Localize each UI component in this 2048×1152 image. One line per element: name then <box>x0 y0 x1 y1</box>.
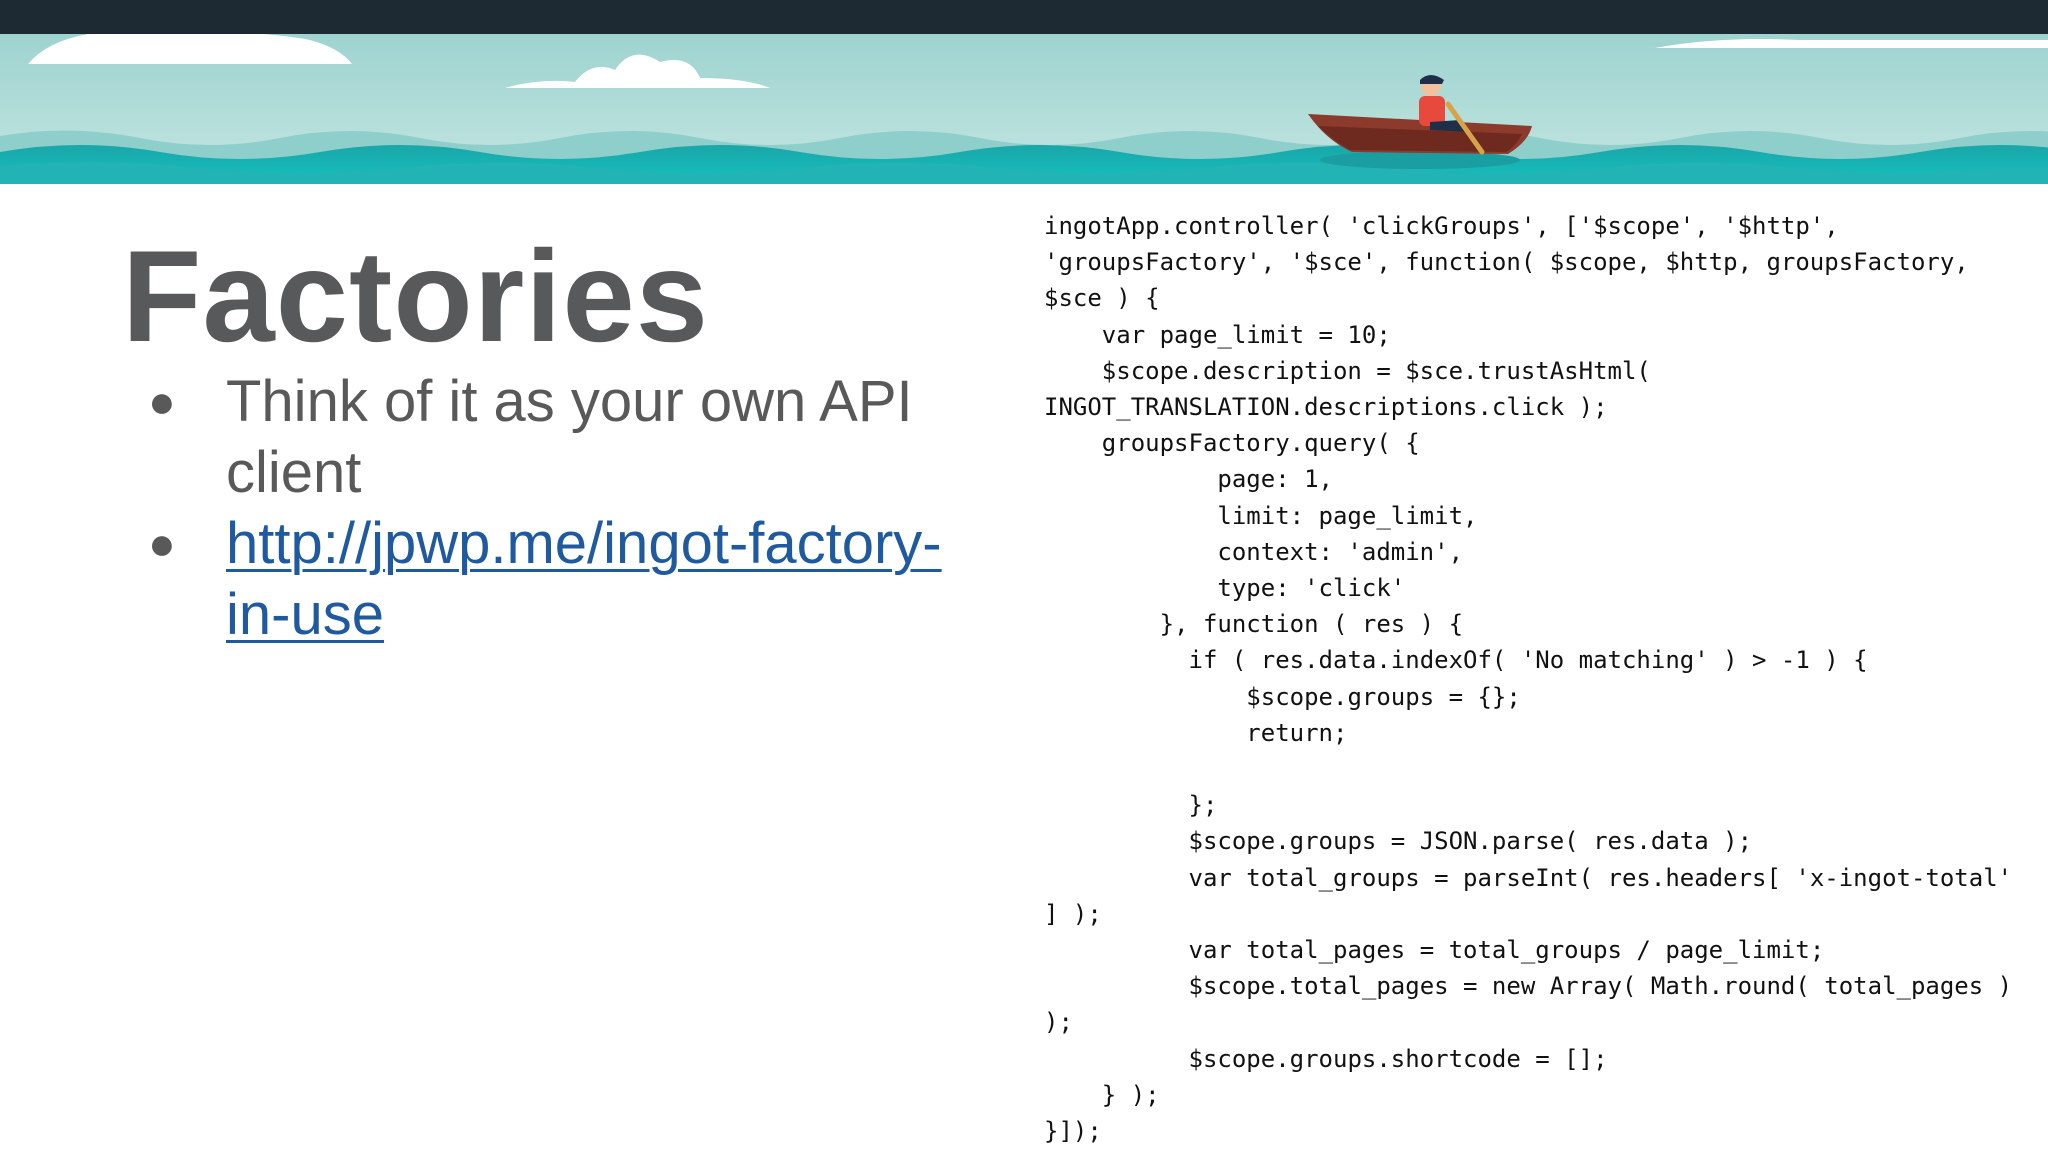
bullet-dot-icon: ● <box>148 375 176 427</box>
bullet-text: Think of it as your own API client <box>226 369 913 505</box>
factory-link[interactable]: http://jpwp.me/ingot-factory-in-use <box>226 511 942 647</box>
rowboat-illustration <box>0 34 2048 184</box>
banner-illustration <box>0 34 2048 184</box>
code-block: ingotApp.controller( 'clickGroups', ['$s… <box>1044 212 2013 1146</box>
bullet-list: ● Think of it as your own API client ● h… <box>140 366 970 650</box>
top-bar <box>0 0 2048 34</box>
bullet-dot-icon: ● <box>148 517 176 569</box>
bullet-item: ● Think of it as your own API client <box>140 366 970 508</box>
bullet-item: ● http://jpwp.me/ingot-factory-in-use <box>140 508 970 650</box>
slide-title: Factories <box>122 223 710 369</box>
